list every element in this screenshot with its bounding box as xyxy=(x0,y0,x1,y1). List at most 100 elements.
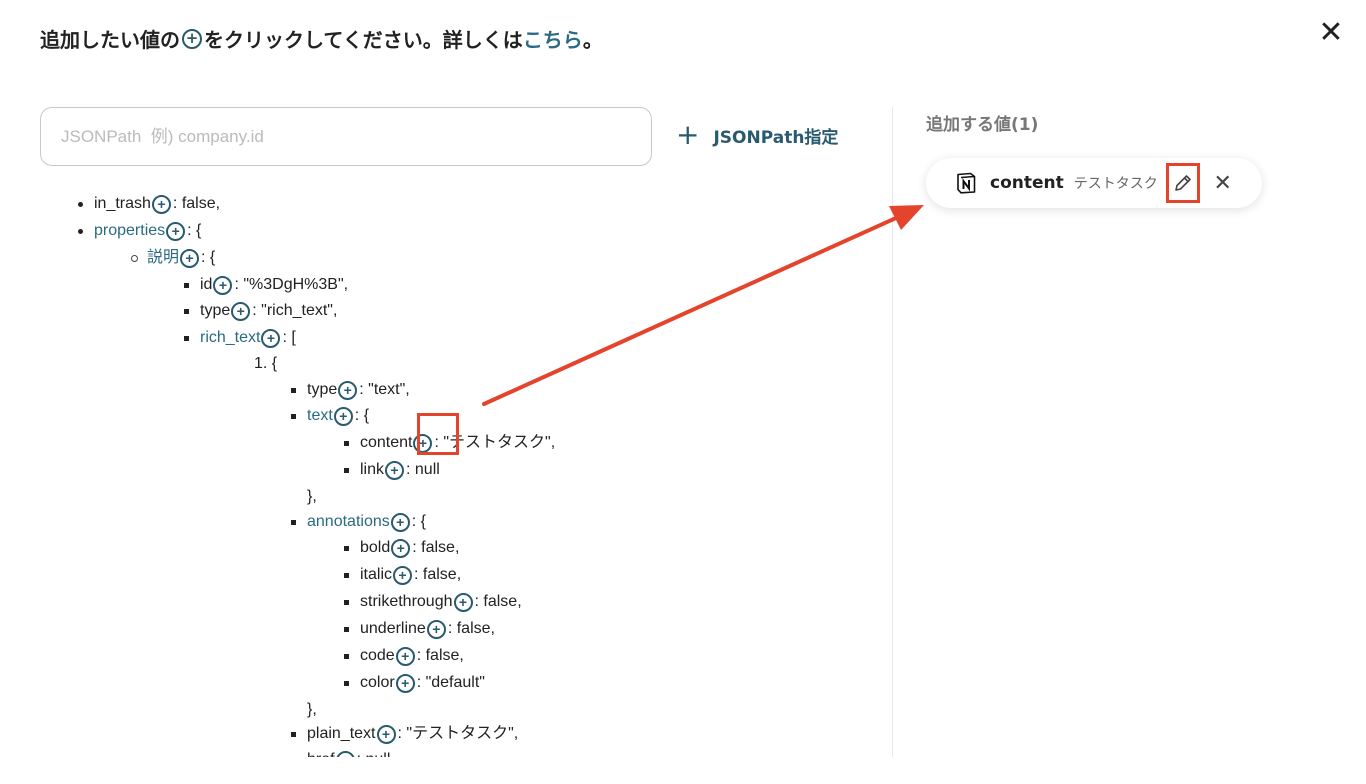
remove-value-icon[interactable]: ✕ xyxy=(1213,170,1232,196)
tree-row: bold+: false, xyxy=(343,535,460,561)
tree-row: 説明+: { xyxy=(130,245,216,271)
tree-key: }, xyxy=(307,488,317,505)
pencil-edit-icon[interactable] xyxy=(1165,163,1200,203)
tree-key: plain_text xyxy=(307,725,376,742)
tree-value: : "rich_text", xyxy=(252,302,338,319)
tree-key[interactable]: properties xyxy=(94,222,166,239)
tree-value: : "テストタスク", xyxy=(397,725,519,742)
tree-row: in_trash+: false, xyxy=(77,191,221,217)
add-value-plus-icon[interactable]: + xyxy=(391,538,411,558)
add-value-plus-icon[interactable]: + xyxy=(385,460,405,480)
tree-value: : false, xyxy=(414,566,462,583)
tree-key: italic xyxy=(360,566,393,583)
instruction-header: 追加したい値の + をクリックしてください。詳しくは こちら 。 xyxy=(40,24,603,53)
header-suffix: 。 xyxy=(582,28,603,52)
help-link[interactable]: こちら xyxy=(522,28,583,52)
add-value-plus-icon[interactable]: + xyxy=(376,724,396,744)
tree-row: rich_text+: [ xyxy=(184,325,296,351)
tree-key: link xyxy=(360,461,385,478)
tree-row: properties+: { xyxy=(77,218,202,244)
add-value-plus-icon[interactable]: + xyxy=(393,565,413,585)
notion-icon xyxy=(957,172,976,194)
selected-values-title: 追加する値(1) xyxy=(926,115,1039,135)
tree-row: annotations+: { xyxy=(291,509,426,535)
add-value-plus-icon[interactable]: + xyxy=(390,512,410,532)
tree-row: type+: "text", xyxy=(291,377,410,403)
add-value-plus-icon[interactable]: + xyxy=(231,301,251,321)
tree-value: : false, xyxy=(412,539,460,556)
add-value-plus-icon[interactable]: + xyxy=(335,750,355,757)
tree-value: : { xyxy=(354,407,370,424)
selected-value-chip: content テストタスク ✕ xyxy=(926,158,1262,208)
tree-key: type xyxy=(307,381,338,398)
tree-key: }, xyxy=(307,701,317,718)
add-value-plus-icon[interactable]: + xyxy=(395,646,415,666)
header-prefix: 追加したい値の xyxy=(40,28,180,52)
tree-value: : "default" xyxy=(416,674,485,691)
tree-key[interactable]: rich_text xyxy=(200,329,261,346)
tree-key: in_trash xyxy=(94,195,151,212)
tree-value: : { xyxy=(187,222,202,239)
add-value-plus-icon[interactable]: + xyxy=(333,406,353,426)
tree-row: italic+: false, xyxy=(343,562,462,588)
add-value-plus-icon[interactable]: + xyxy=(151,194,171,214)
tree-value: : { xyxy=(201,249,216,266)
tree-key: color xyxy=(360,674,395,691)
tree-key: code xyxy=(360,647,395,664)
plus-icon: + xyxy=(676,118,700,151)
tree-row: code+: false, xyxy=(344,643,464,669)
tree-value: : "テストタスク", xyxy=(434,434,556,451)
add-value-plus-icon[interactable]: + xyxy=(426,619,446,639)
tree-row: }, xyxy=(307,484,317,510)
tree-key: strikethrough xyxy=(360,593,453,610)
jsonpath-search-input[interactable] xyxy=(40,107,652,166)
tree-key: id xyxy=(200,276,213,293)
tree-key: bold xyxy=(360,539,391,556)
tree-value: : false, xyxy=(474,593,522,610)
tree-value: : "%3DgH%3B", xyxy=(234,276,349,293)
tree-row: strikethrough+: false, xyxy=(344,589,522,615)
tree-row: link+: null xyxy=(344,457,440,483)
add-value-plus-icon[interactable]: + xyxy=(453,592,473,612)
add-value-plus-icon[interactable]: + xyxy=(166,221,186,241)
add-value-plus-icon[interactable]: + xyxy=(338,380,358,400)
tree-value: : { xyxy=(411,513,426,530)
jsonpath-specify-button[interactable]: + JSONPath指定 xyxy=(676,121,838,149)
jsonpath-specify-label: JSONPath指定 xyxy=(713,127,839,148)
close-button[interactable]: ✕ xyxy=(1318,15,1344,50)
json-tree-pane: + JSONPath指定 in_trash+: false,properties… xyxy=(40,107,860,757)
tree-row: color+: "default" xyxy=(344,670,485,696)
tree-key: underline xyxy=(360,620,426,637)
tree-key: 1. { xyxy=(254,355,278,372)
add-value-plus-icon[interactable]: + xyxy=(395,673,415,693)
tree-value: : "text", xyxy=(359,381,410,398)
tree-value: : false, xyxy=(416,647,464,664)
tree-row: type+: "rich_text", xyxy=(183,298,338,324)
tree-row: underline+: false, xyxy=(344,616,495,642)
chip-field-name: content xyxy=(990,173,1064,193)
tree-row: plain_text+: "テストタスク", xyxy=(290,721,519,747)
add-value-plus-icon[interactable]: + xyxy=(180,248,200,268)
json-tree-scroll-area[interactable]: in_trash+: false,properties+: {説明+: {id+… xyxy=(40,189,890,757)
tree-key: type xyxy=(200,302,231,319)
tree-value: : null xyxy=(406,461,440,478)
plus-circle-icon: + xyxy=(182,28,202,49)
tree-row: href+: null xyxy=(307,747,390,757)
tree-value: : false, xyxy=(172,195,221,212)
pane-divider xyxy=(892,107,893,757)
tree-value: : null xyxy=(357,747,391,757)
tree-value: : false, xyxy=(447,620,495,637)
tree-key[interactable]: text xyxy=(307,407,333,424)
tree-row: }, xyxy=(307,697,317,723)
tree-row: id+: "%3DgH%3B", xyxy=(183,272,349,298)
add-value-plus-icon[interactable]: + xyxy=(261,328,281,348)
add-value-plus-icon[interactable]: + xyxy=(413,433,433,453)
tree-key: href xyxy=(307,747,335,757)
chip-sample-value: テストタスク xyxy=(1073,176,1158,192)
tree-key[interactable]: 説明 xyxy=(147,249,180,266)
add-value-plus-icon[interactable]: + xyxy=(213,275,233,295)
tree-key[interactable]: annotations xyxy=(307,513,390,530)
tree-row: 1. { xyxy=(254,351,277,377)
header-middle: をクリックしてください。詳しくは xyxy=(204,28,523,52)
tree-row: text+: { xyxy=(290,403,370,429)
